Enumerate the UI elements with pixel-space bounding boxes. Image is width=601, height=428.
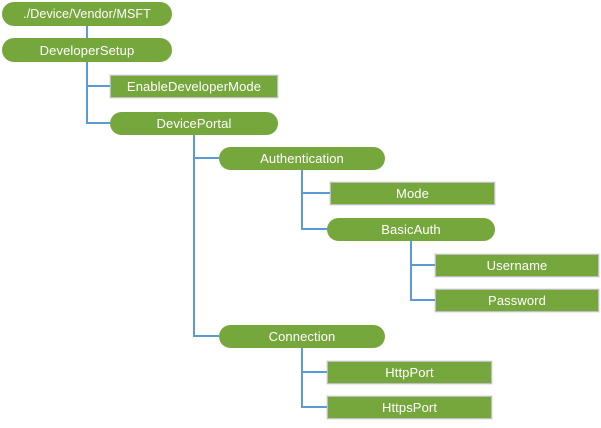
edge-authentication-to-basicauth bbox=[301, 170, 327, 230]
node-label-mode: Mode bbox=[396, 186, 429, 201]
node-enabledevelopermode[interactable]: EnableDeveloperMode bbox=[110, 75, 278, 98]
edge-deviceportal-to-authentication bbox=[193, 135, 219, 159]
edge-developersetup-to-deviceportal bbox=[86, 62, 110, 124]
node-authentication[interactable]: Authentication bbox=[219, 147, 385, 170]
node-connection[interactable]: Connection bbox=[219, 325, 385, 348]
edge-connection-to-httpsport bbox=[301, 348, 327, 408]
node-root[interactable]: ./Device/Vendor/MSFT bbox=[2, 2, 172, 26]
node-label-password: Password bbox=[488, 293, 546, 308]
node-label-root: ./Device/Vendor/MSFT bbox=[23, 6, 151, 21]
node-developersetup[interactable]: DeveloperSetup bbox=[2, 38, 172, 62]
node-username[interactable]: Username bbox=[435, 254, 599, 277]
node-label-enabledevelopermode: EnableDeveloperMode bbox=[126, 79, 262, 94]
node-label-httpport: HttpPort bbox=[385, 365, 434, 380]
node-label-deviceportal: DevicePortal bbox=[156, 116, 232, 131]
node-httpsport[interactable]: HttpsPort bbox=[327, 396, 492, 419]
node-label-basicauth: BasicAuth bbox=[381, 222, 441, 237]
node-mode[interactable]: Mode bbox=[330, 182, 495, 205]
node-password[interactable]: Password bbox=[435, 289, 599, 312]
node-label-authentication: Authentication bbox=[260, 151, 344, 166]
node-label-connection: Connection bbox=[268, 329, 336, 344]
node-deviceportal[interactable]: DevicePortal bbox=[110, 112, 278, 135]
node-label-httpsport: HttpsPort bbox=[381, 400, 438, 415]
edge-connection-to-httpport bbox=[301, 348, 327, 373]
node-basicauth[interactable]: BasicAuth bbox=[327, 218, 495, 241]
node-label-username: Username bbox=[486, 258, 548, 273]
edge-basicauth-to-username bbox=[410, 241, 435, 266]
edge-basicauth-to-password bbox=[410, 241, 435, 301]
node-label-developersetup: DeveloperSetup bbox=[39, 42, 135, 58]
edge-deviceportal-to-connection bbox=[193, 135, 219, 337]
node-httpport[interactable]: HttpPort bbox=[327, 361, 492, 384]
edge-authentication-to-mode bbox=[301, 170, 330, 194]
edge-developersetup-to-enabledevelopermode bbox=[86, 62, 110, 87]
